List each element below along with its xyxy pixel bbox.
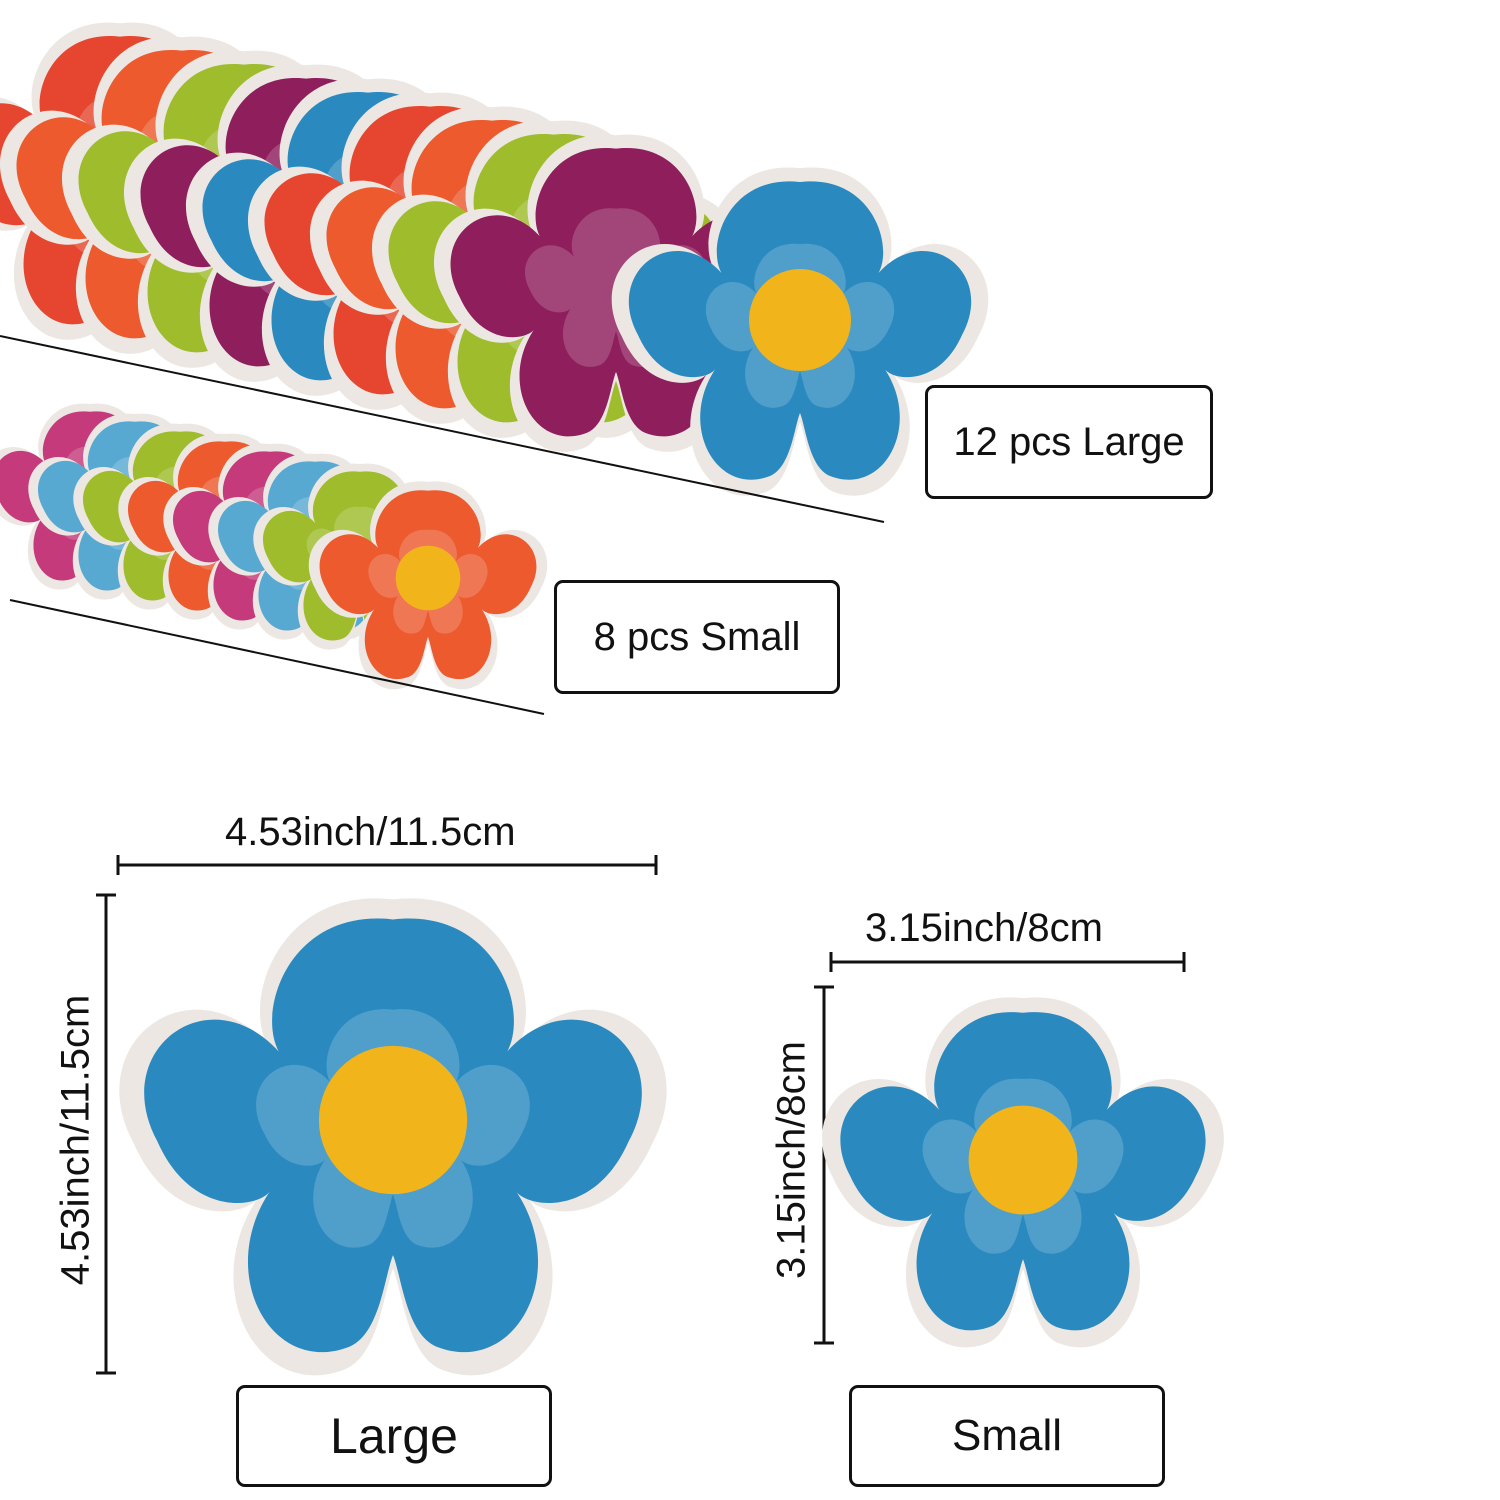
small-flower-sample — [822, 997, 1224, 1348]
large-height-dimension-line — [96, 893, 116, 1375]
large-stack-baseline — [0, 335, 885, 523]
small-flower-sticker-front — [308, 481, 548, 690]
small-height-label: 3.15inch/8cm — [769, 1041, 814, 1279]
large-flower-stack — [0, 22, 989, 496]
large-size-label: Large — [236, 1385, 552, 1487]
large-width-label: 4.53inch/11.5cm — [225, 810, 516, 854]
small-width-dimension-line — [829, 952, 1186, 972]
small-size-label-text: Small — [951, 1411, 1063, 1460]
large-size-label-text: Large — [330, 1408, 458, 1464]
large-flower-sample-shape — [119, 898, 667, 1376]
large-flower-sticker-front — [611, 167, 989, 496]
large-set-label-text: 12 pcs Large — [953, 419, 1185, 464]
large-height-label: 4.53inch/11.5cm — [53, 994, 98, 1286]
small-stack-baseline — [9, 599, 545, 715]
small-flower-stack — [0, 403, 548, 690]
small-size-label: Small — [849, 1385, 1165, 1487]
small-set-label-text: 8 pcs Small — [593, 614, 801, 659]
small-width-label: 3.15inch/8cm — [865, 906, 1103, 950]
large-flower-sample — [119, 898, 667, 1376]
small-height-dimension-line — [814, 985, 834, 1345]
small-flower-sample-shape — [822, 997, 1224, 1348]
small-set-label: 8 pcs Small — [554, 580, 840, 694]
large-set-label: 12 pcs Large — [925, 385, 1213, 499]
large-width-dimension-line — [116, 855, 658, 875]
